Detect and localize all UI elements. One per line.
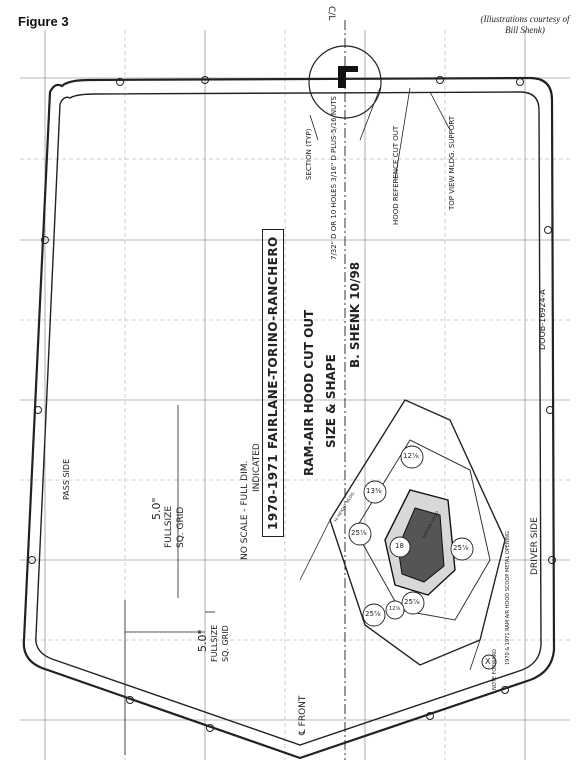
top-view-note: TOP VIEW MLDG. SUPPORT [448,115,456,210]
part-number: DOOB-16924-A [538,289,547,350]
section-profile [338,66,358,88]
grid-top-line-2: SQ. GRID [176,506,186,548]
section-note: SECTION (TYP) [305,128,313,180]
size-shape-title: SIZE & SHAPE [324,354,338,448]
dimension-lines [124,405,215,755]
grid-bottom-line-1: FULLSIZE [210,624,219,662]
centerline-mark: C/L [326,6,336,21]
grid-top-value: 5.0" [150,497,163,520]
dim-7: 25⅞ [404,598,420,606]
opening-note: 1970 & 1971 RAM AIR HOOD SCOOP METAL OPE… [505,531,511,665]
dim-6: 25⅞ [365,610,381,618]
note-forward: NOTE FORWARD [492,649,498,690]
holes-note: 7/32" D OR 10 HOLES 3/16" D PLUS-5/16 NU… [330,96,338,260]
dim-4: 25⅞ [453,544,469,552]
credit-line-1: (Illustrations courtesy of [480,14,570,24]
dim-3: 25⅞ [351,529,367,537]
grid-bottom-value: 5.0" [196,629,209,652]
signature: B. SHENK 10/98 [348,261,362,368]
figure-label: Figure 3 [18,14,69,29]
dim-1: 12⅞ [403,452,419,460]
note-marker: X [485,657,491,666]
hood-outline-outer [22,76,556,760]
dimension-bubbles [348,445,474,627]
vehicle-title-box: 1970-1971 FAIRLANE-TORINO-RANCHERO [262,229,284,537]
bolt-holes [28,76,556,732]
grid-lines [20,30,570,760]
no-scale-note: NO SCALE - FULL DIM. [240,460,250,560]
grid-top-line-1: FULLSIZE [164,505,174,548]
leader-lines [309,87,451,181]
dim-8: 12⅞ [389,606,401,612]
front-label: ℄ FRONT [298,695,308,735]
driver-side-label: DRIVER SIDE [530,517,540,575]
pass-side-label: PASS SIDE [62,458,71,500]
note-marker-circle [481,654,497,670]
hood-outline-inner [35,91,542,746]
hood-reference-note: HOOD REFERENCE CUT OUT [392,125,400,225]
indicated-note: INDICATED [252,443,262,492]
scoop-opening [299,399,506,671]
section-detail-circle [308,45,382,119]
dim-2: 13⅜ [366,487,382,495]
grid-bottom-line-2: SQ. GRID [221,625,230,662]
grid-sub-lines [20,30,570,760]
ram-air-title: RAM-AIR HOOD CUT OUT [302,309,316,476]
dim-5: 18 [395,542,404,550]
